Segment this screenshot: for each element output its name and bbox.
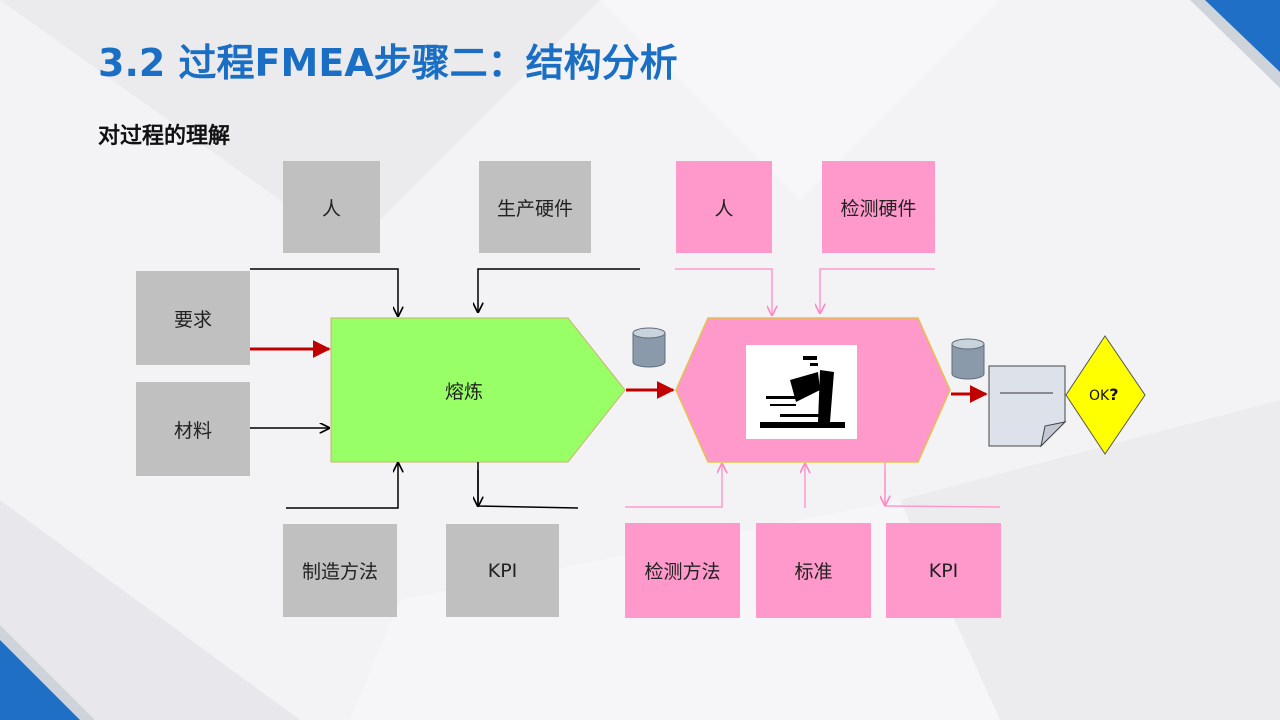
process2-kpi-box: KPI [886, 523, 1001, 618]
connector-test-method-to-process2 [625, 464, 722, 508]
storage-cylinder-icon [632, 327, 666, 368]
input-material-label: 材料 [173, 419, 212, 442]
bg-facet [600, 0, 1000, 200]
input-requirement-label: 要求 [173, 308, 212, 331]
inspector-person-box: 人 [676, 161, 772, 253]
inspector-person-label: 人 [714, 197, 734, 220]
process1-kpi-label: KPI [487, 559, 518, 582]
resource-person-label: 人 [321, 197, 341, 220]
resource-production-hardware-label: 生产硬件 [496, 197, 573, 220]
standard-box: 标准 [756, 523, 871, 618]
process1-shape [330, 317, 626, 463]
input-material-box: 材料 [136, 382, 250, 476]
bg-facet [0, 500, 300, 720]
connector-test-hardware-to-process2 [820, 268, 935, 313]
connector-method-to-process1 [286, 463, 398, 509]
decision-label-question: ? [1109, 385, 1119, 404]
connector-hardware-to-process1 [478, 268, 640, 312]
resource-production-hardware-box: 生产硬件 [479, 161, 591, 253]
storage-cylinder-icon [951, 338, 985, 380]
bg-facet [0, 0, 600, 250]
test-hardware-label: 检测硬件 [840, 197, 917, 220]
corner-accent [0, 640, 80, 720]
standard-label: 标准 [794, 561, 833, 583]
slide-title: 3.2 过程FMEA步骤二：结构分析 [98, 41, 678, 85]
decision-diamond [1065, 335, 1146, 455]
connector-person-to-process1 [250, 268, 398, 316]
process1-label: 熔炼 [445, 381, 484, 403]
resource-person-box: 人 [283, 161, 380, 253]
connector-process2-to-kpi-line [884, 462, 1001, 508]
decision-label-ok: OK [1089, 388, 1110, 404]
bg-facet [900, 400, 1280, 720]
manufacturing-method-box: 制造方法 [283, 524, 397, 617]
connector-inspector-to-process2 [675, 268, 772, 315]
connector-process1-to-kpi-line [477, 462, 579, 509]
test-method-box: 检测方法 [625, 523, 740, 618]
slide-subtitle: 对过程的理解 [98, 124, 231, 149]
test-method-label: 检测方法 [644, 561, 721, 583]
test-hardware-box: 检测硬件 [822, 161, 935, 253]
decision-label: OK? [1089, 385, 1118, 404]
process2-kpi-label: KPI [928, 559, 959, 582]
manufacturing-method-label: 制造方法 [301, 561, 378, 583]
input-requirement-box: 要求 [136, 271, 250, 365]
corner-accent [1205, 0, 1280, 72]
document-fold [1040, 421, 1067, 448]
microscope-icon [746, 345, 857, 439]
process1-kpi-box: KPI [446, 524, 559, 617]
